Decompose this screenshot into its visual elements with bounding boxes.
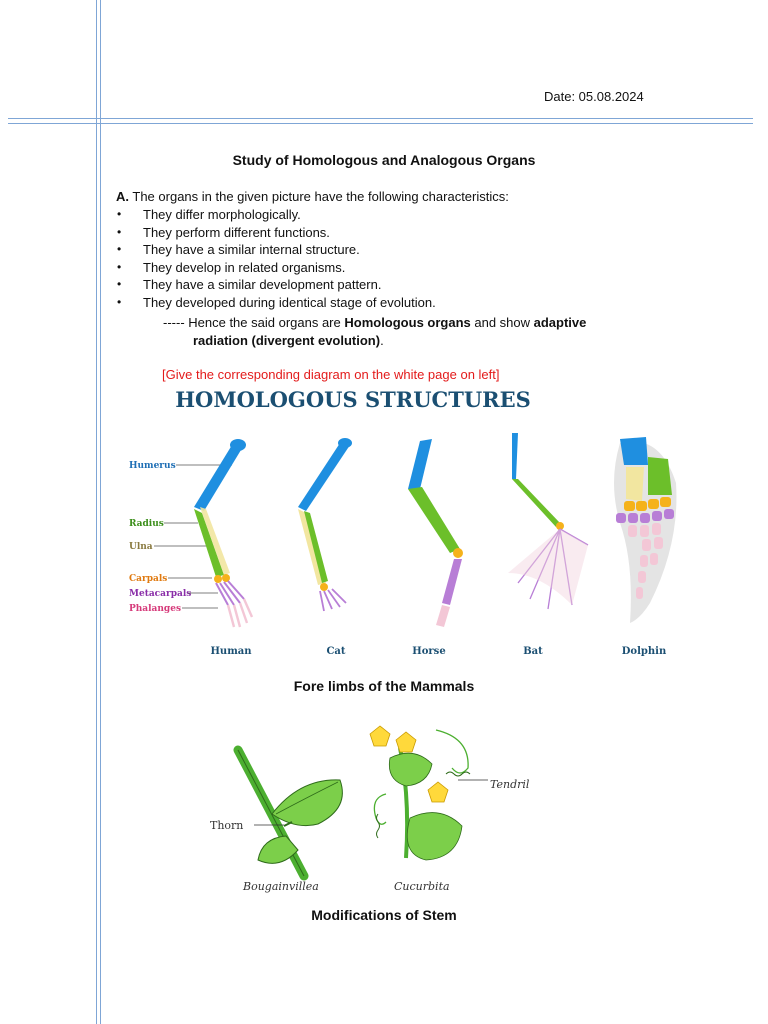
conclusion-text: ----- Hence the said organs are Homologo…: [163, 314, 633, 350]
caption-stem-modifications: Modifications of Stem: [311, 907, 457, 923]
section-a-intro: A. The organs in the given picture have …: [116, 189, 509, 204]
list-item: They have a similar development pattern.: [116, 276, 436, 294]
list-item: They develop in related organisms.: [116, 259, 436, 277]
bat-limb: [508, 433, 589, 610]
list-item: They developed during identical stage of…: [116, 294, 436, 312]
list-item: They differ morphologically.: [116, 206, 436, 224]
conclusion-term2b: radiation (divergent evolution): [193, 333, 381, 348]
animal-label-bat: Bat: [523, 646, 543, 657]
margin-line-horizontal-2: [8, 123, 753, 124]
label-cucurbita: Cucurbita: [394, 880, 450, 893]
dolphin-limb: [614, 437, 677, 623]
list-item: They have a similar internal structure.: [116, 241, 436, 259]
label-humerus: Humerus: [129, 461, 176, 471]
date-text: Date: 05.08.2024: [544, 89, 644, 104]
conclusion-prefix: ----- Hence the said organs are: [163, 315, 345, 330]
label-bougainvillea: Bougainvillea: [242, 880, 319, 893]
animal-label-horse: Horse: [412, 646, 445, 657]
label-ulna: Ulna: [129, 542, 153, 552]
label-thorn: Thorn: [210, 819, 243, 832]
animal-label-human: Human: [210, 646, 252, 657]
characteristics-list: They differ morphologically. They perfor…: [116, 206, 436, 312]
conclusion-line2: radiation (divergent evolution).: [163, 332, 633, 350]
margin-line-vertical-2: [100, 0, 101, 1024]
stem-modifications-figure: Thorn Bougainvillea Tendril Cucurbita: [210, 725, 530, 893]
margin-line-horizontal-1: [8, 118, 753, 119]
page-title: Study of Homologous and Analogous Organs: [232, 152, 536, 168]
animal-label-cat: Cat: [326, 646, 345, 657]
conclusion-middle: and show: [470, 315, 534, 330]
human-limb: [194, 439, 254, 628]
figure-heading: HOMOLOGOUS STRUCTURES: [175, 387, 531, 412]
cat-limb: [298, 438, 352, 612]
section-a-intro-text: The organs in the given picture have the…: [132, 189, 509, 204]
margin-line-vertical-1: [96, 0, 97, 1024]
caption-forelimbs: Fore limbs of the Mammals: [293, 678, 475, 694]
animal-label-dolphin: Dolphin: [622, 646, 667, 657]
bougainvillea-plant: Thorn Bougainvillea: [210, 745, 343, 893]
label-radius: Radius: [129, 519, 164, 529]
list-item: They perform different functions.: [116, 224, 436, 242]
label-metacarpals: Metacarpals: [129, 589, 191, 599]
homologous-structures-figure: HOMOLOGOUS STRUCTURES Humerus Radius Uln…: [129, 387, 677, 657]
conclusion-term2a: adaptive: [533, 315, 587, 330]
instruction-text: [Give the corresponding diagram on the w…: [162, 367, 500, 382]
label-carpals: Carpals: [129, 574, 167, 584]
label-phalanges: Phalanges: [129, 604, 181, 614]
cucurbita-plant: Tendril Cucurbita: [369, 725, 530, 893]
conclusion-suffix: .: [380, 333, 384, 348]
conclusion-term: Homologous organs: [344, 315, 471, 330]
label-tendril: Tendril: [490, 778, 530, 791]
horse-limb: [408, 439, 463, 627]
section-a-label: A.: [116, 189, 129, 204]
